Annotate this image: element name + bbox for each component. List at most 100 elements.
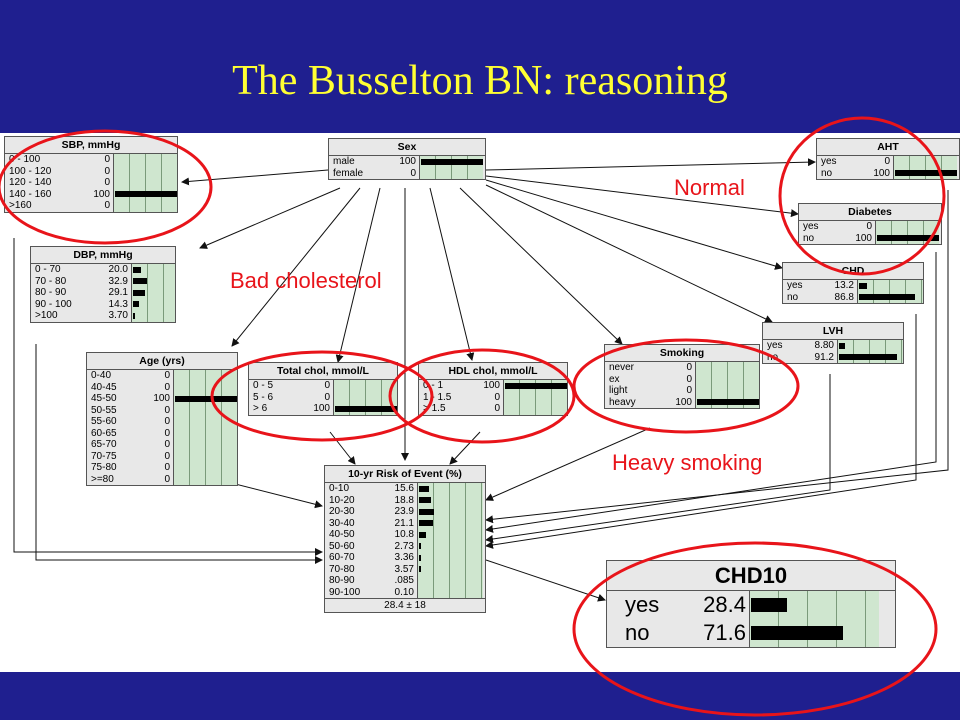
state-label: > 1.5 xyxy=(423,403,446,414)
belief-bar-track xyxy=(695,385,759,397)
state-row[interactable]: light 0 xyxy=(605,385,759,397)
state-label: no xyxy=(787,291,799,303)
state-value: 0 xyxy=(164,450,170,462)
belief-bar-track xyxy=(113,200,177,212)
belief-bar-cell xyxy=(173,381,237,393)
state-value: 0 xyxy=(164,427,170,439)
belief-bar xyxy=(751,598,788,612)
state-label: light xyxy=(609,385,628,396)
belief-bar-track xyxy=(131,310,175,322)
node-title: 10-yr Risk of Event (%) xyxy=(325,466,485,483)
belief-bar-cell xyxy=(837,340,903,352)
belief-bar-track xyxy=(131,275,175,287)
belief-bar-track xyxy=(417,483,483,495)
state-value: 0 xyxy=(164,370,170,381)
state-row[interactable]: 80-90.085 xyxy=(325,575,485,587)
state-label: yes xyxy=(625,592,660,617)
state-value: 91.2 xyxy=(814,351,834,363)
belief-bar xyxy=(505,382,567,389)
state-value: 0 xyxy=(686,385,692,396)
state-value: 100 xyxy=(483,380,500,391)
state-label: 0 - 70 xyxy=(35,264,61,275)
belief-bar-cell xyxy=(417,529,483,541)
state-label: female xyxy=(333,167,364,179)
belief-bar-track xyxy=(857,280,923,292)
state-label: >160 xyxy=(9,200,32,211)
state-value: 3.70 xyxy=(108,310,128,321)
belief-bar-track xyxy=(419,167,483,179)
footer-band xyxy=(0,672,960,720)
state-label: > 6 xyxy=(253,403,268,414)
belief-bar-track xyxy=(173,450,237,462)
state-value: 0 xyxy=(324,380,330,391)
belief-bar-track xyxy=(333,380,397,392)
belief-bar-cell xyxy=(417,575,483,587)
belief-bar-track xyxy=(173,393,237,405)
belief-bar-cell xyxy=(417,506,483,518)
